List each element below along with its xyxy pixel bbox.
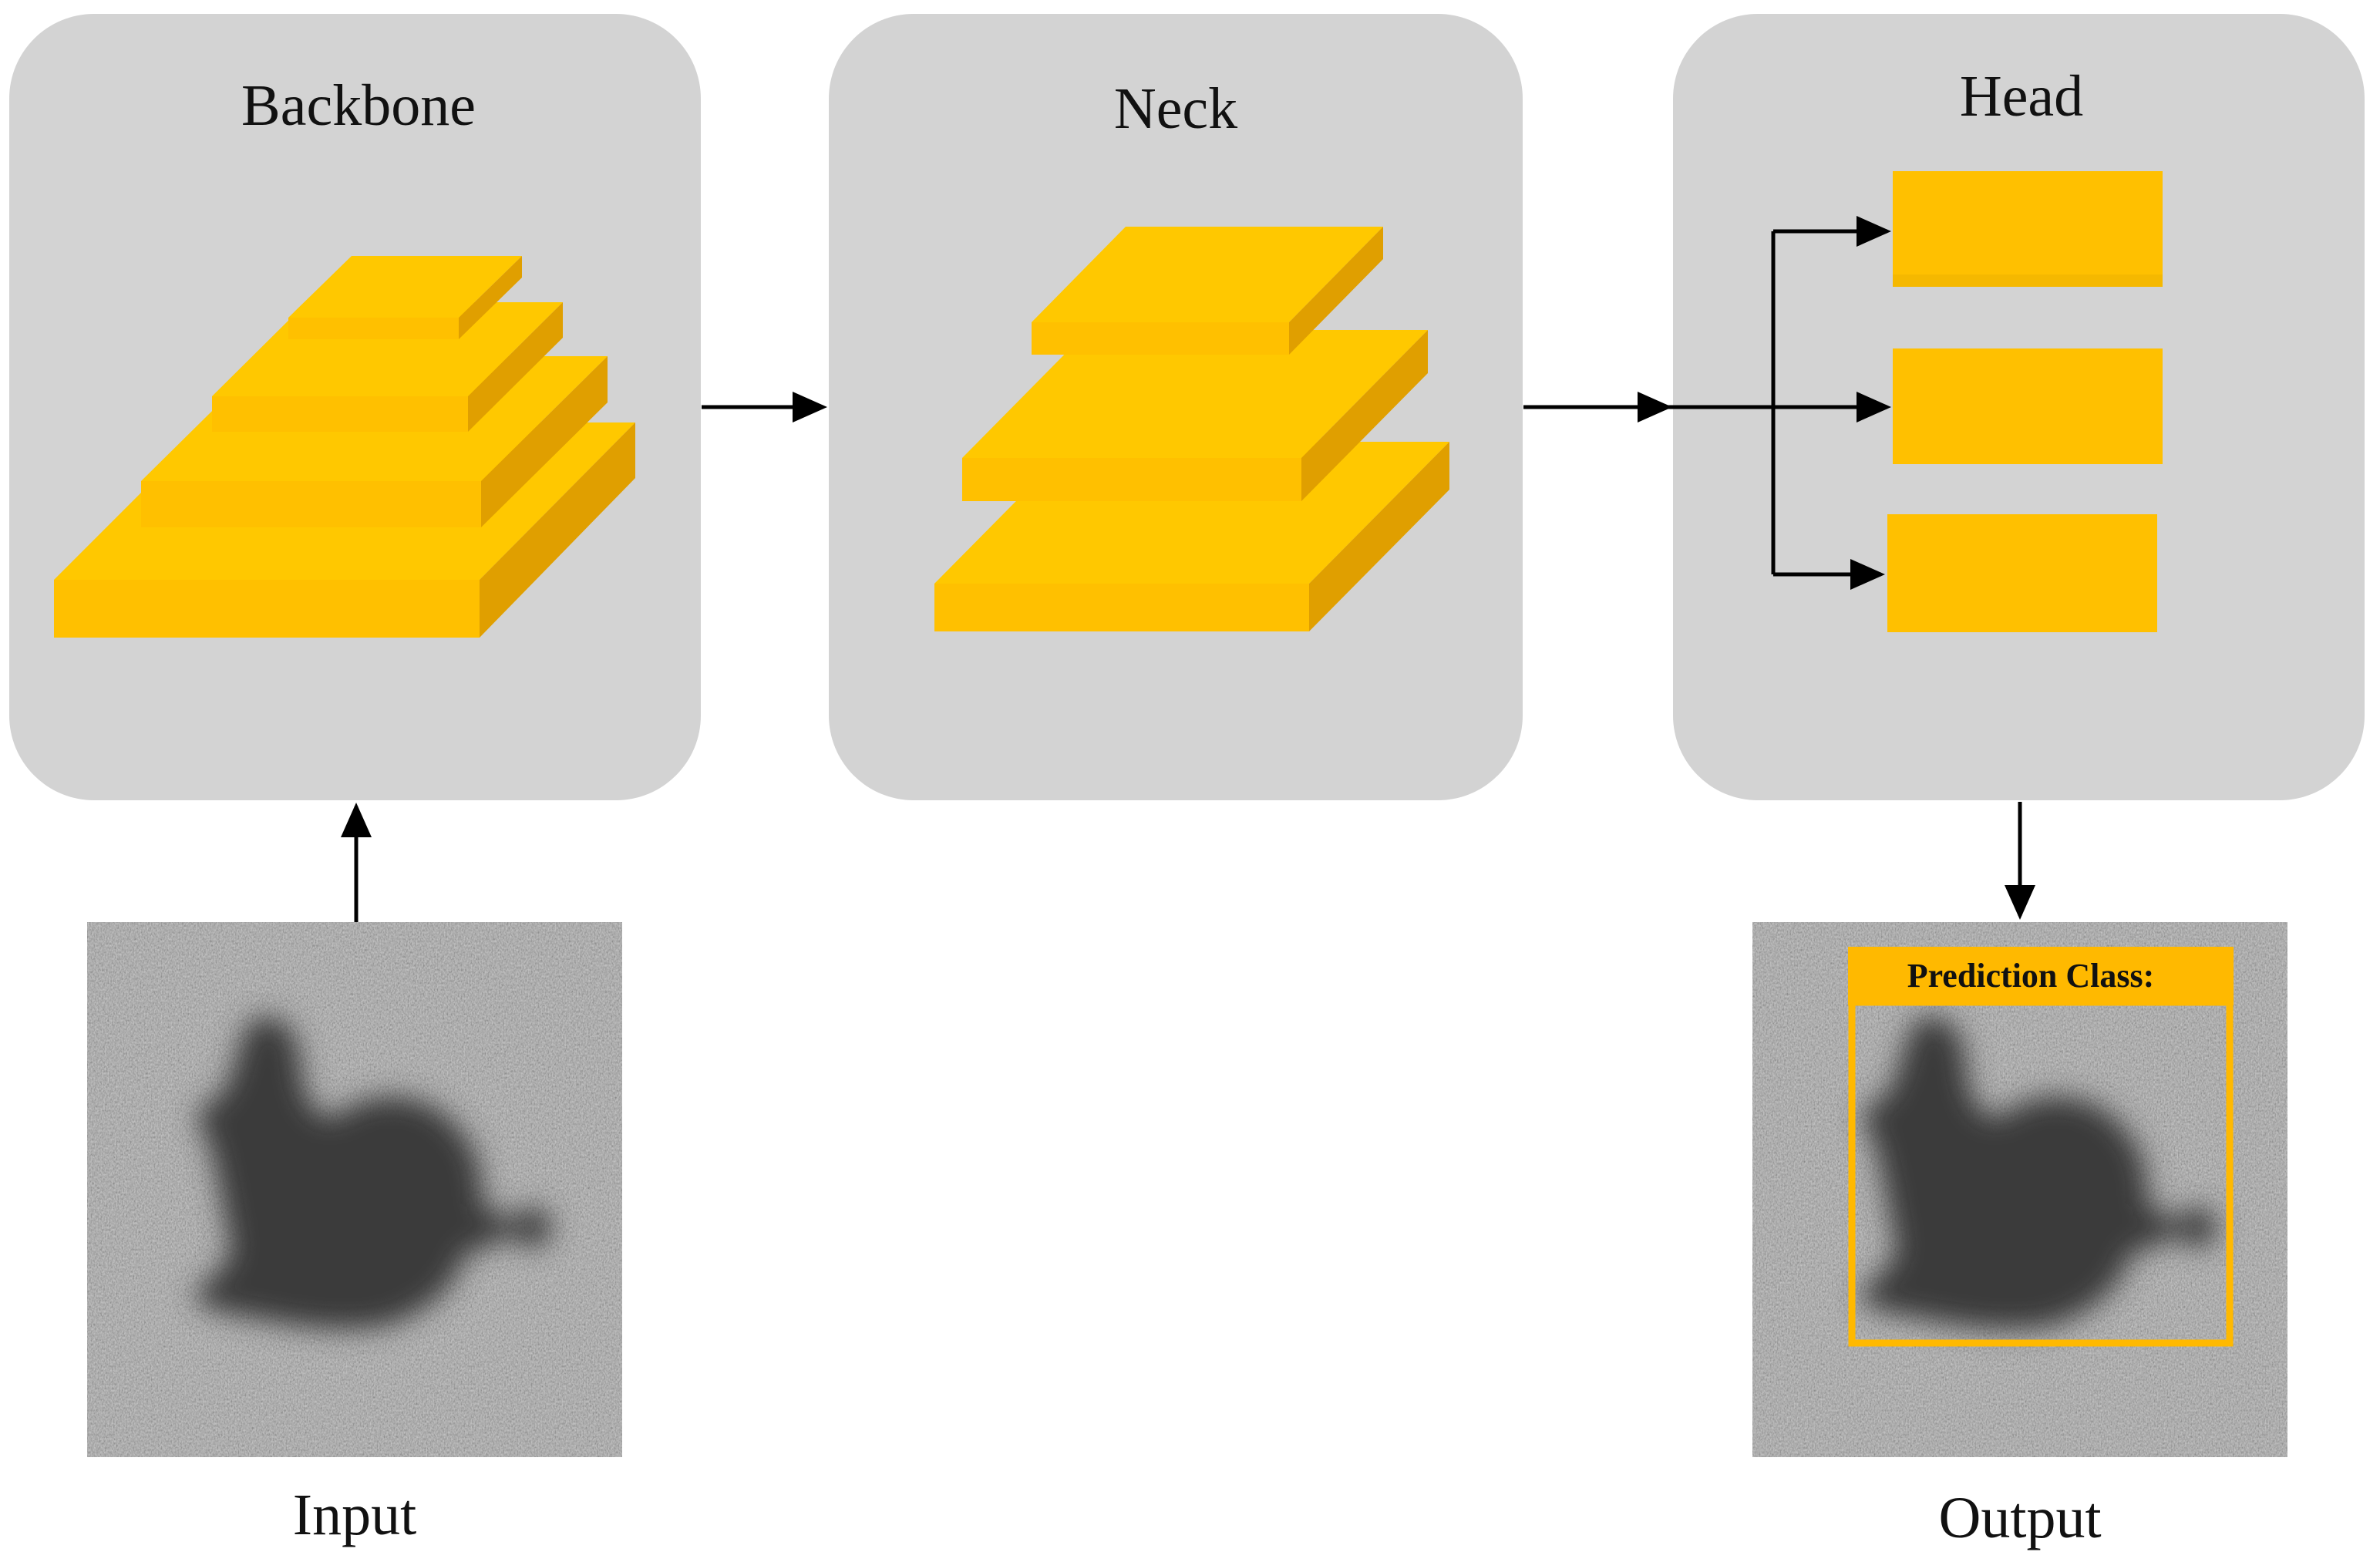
backbone-layer-4-front — [288, 318, 459, 339]
bbox-label-background — [1848, 947, 2234, 1005]
input-image — [87, 922, 622, 1457]
backbone-layer-1-front — [54, 580, 480, 638]
backbone-layer-1-side — [480, 422, 635, 638]
neck-layer-1-front — [934, 584, 1309, 631]
backbone-title: Backbone — [241, 73, 476, 138]
neck-layer-2-side — [1301, 330, 1428, 501]
neck-layer-2-front — [962, 458, 1301, 501]
head-block-3 — [1887, 514, 2157, 632]
neck-module: Neck — [829, 14, 1523, 800]
output-caption: Output — [1938, 1486, 2101, 1550]
backbone-layer-4-side — [459, 256, 522, 339]
backbone-layer-3-side — [468, 302, 563, 432]
prediction-class-label: Prediction Class: — [1907, 957, 2155, 995]
head-module: Head — [1665, 14, 2365, 800]
output-image — [1752, 922, 2287, 1457]
head-output-blocks — [1887, 171, 2163, 632]
head-block-1-edge — [1893, 274, 2163, 287]
backbone-layer-2-side — [481, 356, 608, 527]
backbone-layer-2-front — [141, 481, 481, 527]
backbone-layer-4-top — [288, 256, 522, 318]
output-defect-blob — [1858, 1016, 2217, 1330]
backbone-feature-pyramid — [54, 256, 635, 638]
neck-title: Neck — [1114, 76, 1237, 141]
input-caption: Input — [293, 1483, 416, 1547]
neck-feature-layers — [934, 227, 1449, 631]
head-branch-arrows — [1665, 216, 1891, 590]
neck-layer-2-top — [962, 330, 1428, 458]
head-block-1 — [1893, 171, 2163, 287]
neck-layer-1-side — [1309, 442, 1449, 631]
neck-layer-3-front — [1032, 322, 1289, 355]
neck-layer-3-top — [1032, 227, 1383, 322]
backbone-module: Backbone — [9, 14, 701, 800]
head-title: Head — [1960, 64, 2083, 129]
prediction-bounding-box: Prediction Class: — [1848, 947, 2234, 1347]
neck-layer-3-side — [1289, 227, 1383, 355]
flow-arrows — [341, 392, 2035, 922]
backbone-layer-3-front — [212, 396, 468, 432]
head-block-2 — [1893, 348, 2163, 464]
input-defect-blob — [193, 1016, 552, 1330]
